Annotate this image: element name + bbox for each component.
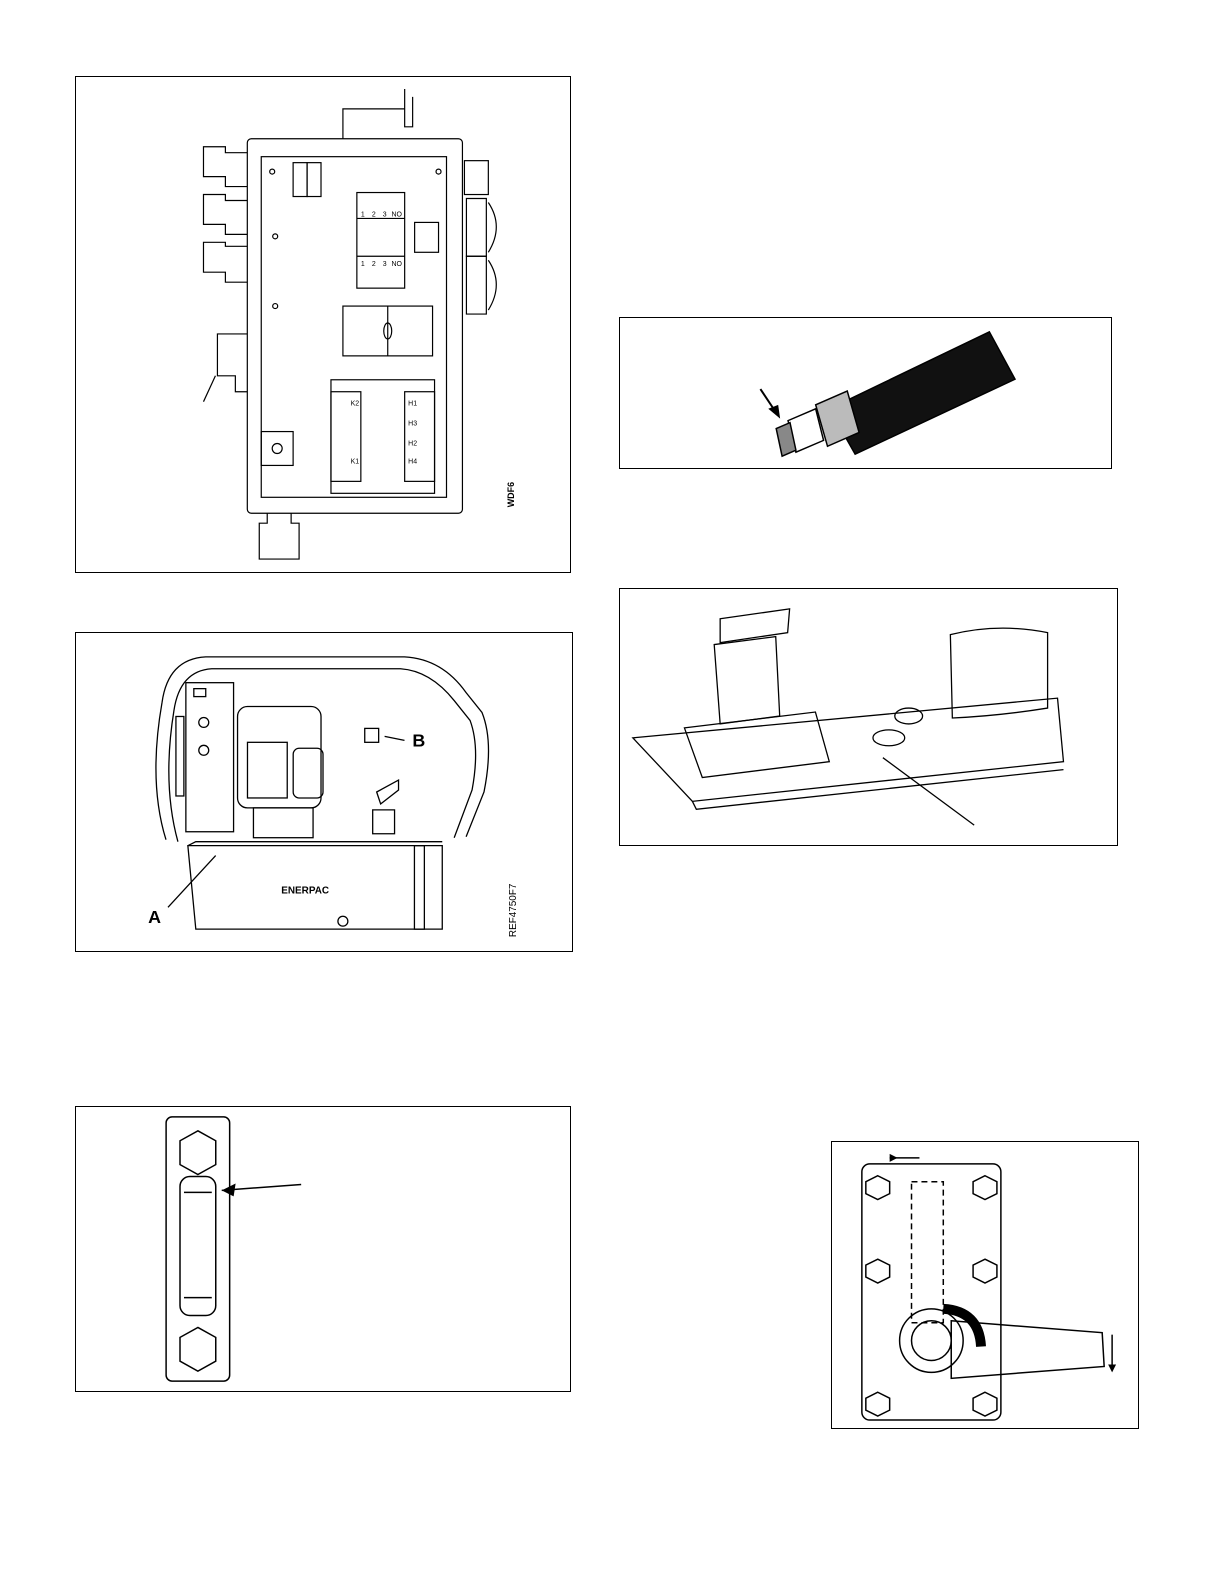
- block-label-h2: H2: [408, 441, 417, 448]
- terminal-top-1: 1: [361, 211, 365, 218]
- valve-handle-drawing: [832, 1142, 1138, 1428]
- terminal-bottom-2: 2: [372, 261, 376, 268]
- terminal-top-3: 3: [383, 211, 387, 218]
- block-label-h1: H1: [408, 401, 417, 408]
- figure-code-ref4750f7: REF4750F7: [508, 883, 519, 937]
- block-label-h4: H4: [408, 458, 417, 465]
- sight-glass-drawing: [76, 1107, 570, 1391]
- brand-label: ENERPAC: [281, 885, 329, 896]
- arrow-down-icon: [1108, 1364, 1116, 1372]
- figure-sight-glass: [75, 1106, 571, 1392]
- pump-unit-drawing: ENERPAC B A REF4750F7: [76, 633, 572, 951]
- arrow-icon: [222, 1183, 236, 1196]
- terminal-top-no: NO: [391, 211, 402, 218]
- figure-valve-handle: [831, 1141, 1139, 1429]
- arrow-icon: [768, 405, 780, 419]
- terminal-bottom-3: 3: [383, 261, 387, 268]
- figure-valve-base: [619, 588, 1118, 846]
- valve-base-drawing: [620, 589, 1117, 845]
- figure-hose-fitting: [619, 317, 1112, 469]
- block-label-k1: K1: [351, 458, 360, 465]
- arrow-left-icon: [890, 1154, 898, 1162]
- callout-a: A: [148, 907, 161, 927]
- terminal-bottom-1: 1: [361, 261, 365, 268]
- block-label-h3: H3: [408, 421, 417, 428]
- figure-code-wdf6: WDF6: [506, 482, 516, 507]
- callout-b: B: [412, 730, 425, 750]
- terminal-top-2: 2: [372, 211, 376, 218]
- figure-electrical-box: 1 2 3 NO 1 2 3 NO K2 K1 H1 H3 H2 H4 WDF6: [75, 76, 571, 573]
- terminal-bottom-no: NO: [391, 261, 402, 268]
- hose-fitting-drawing: [620, 318, 1111, 468]
- electrical-box-drawing: 1 2 3 NO 1 2 3 NO K2 K1 H1 H3 H2 H4 WDF6: [76, 77, 570, 572]
- figure-pump-unit: ENERPAC B A REF4750F7: [75, 632, 573, 952]
- block-label-k2: K2: [351, 401, 360, 408]
